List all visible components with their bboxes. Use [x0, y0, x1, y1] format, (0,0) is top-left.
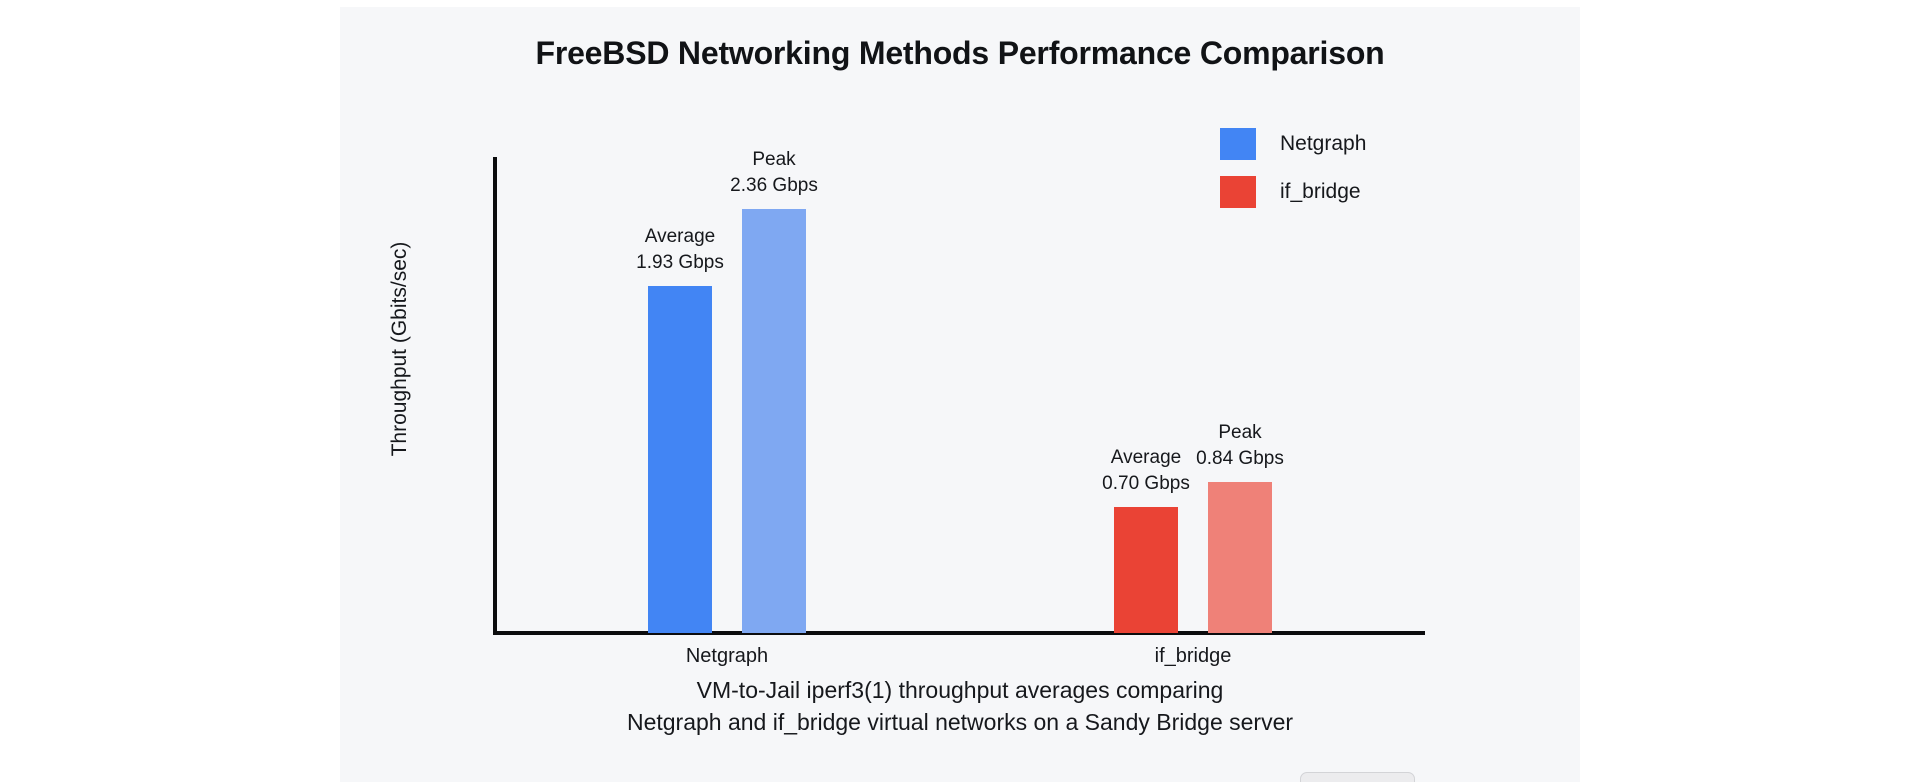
legend-item-if-bridge[interactable]: if_bridge — [1220, 175, 1520, 209]
legend-swatch-netgraph — [1220, 128, 1256, 160]
legend-swatch-if-bridge — [1220, 176, 1256, 208]
y-axis-line — [493, 157, 497, 635]
bar-measure-label: Peak — [752, 149, 796, 171]
x-axis-line — [493, 631, 1425, 635]
bar-label-if-bridge-peak: Peak 0.84 Gbps — [1130, 420, 1350, 471]
bar-measure-label: Average — [1110, 447, 1182, 469]
legend-label-if-bridge: if_bridge — [1280, 180, 1361, 203]
chart-title: FreeBSD Networking Methods Performance C… — [535, 35, 1385, 71]
chart-legend: Netgraph if_bridge — [1220, 127, 1520, 223]
legend-item-netgraph[interactable]: Netgraph — [1220, 127, 1520, 161]
bar-netgraph-peak[interactable] — [742, 209, 806, 633]
legend-label-netgraph: Netgraph — [1280, 132, 1367, 155]
bar-value-label: 1.93 Gbps — [636, 251, 724, 273]
bar-label-if-bridge-average: Average 0.70 Gbps — [1036, 445, 1256, 496]
bar-value-label: 2.36 Gbps — [730, 174, 818, 196]
bar-value-label: 0.84 Gbps — [1196, 447, 1284, 469]
bar-measure-label: Peak — [1218, 422, 1262, 444]
bar-netgraph-average[interactable] — [648, 286, 712, 633]
chart-panel: FreeBSD Networking Methods Performance C… — [340, 7, 1580, 782]
bar-label-netgraph-average: Average 1.93 Gbps — [570, 224, 790, 275]
bar-if-bridge-average[interactable] — [1114, 507, 1178, 633]
chart-caption: VM-to-Jail iperf3(1) throughput averages… — [340, 675, 1580, 738]
bar-value-label: 0.70 Gbps — [1102, 472, 1190, 494]
bar-label-netgraph-peak: Peak 2.36 Gbps — [664, 147, 884, 198]
caption-line-1: VM-to-Jail iperf3(1) throughput averages… — [696, 677, 1224, 703]
partial-bottom-button[interactable] — [1300, 772, 1415, 782]
caption-line-2: Netgraph and if_bridge virtual networks … — [626, 708, 1294, 735]
plot-area: Throughput (Gbits/sec) Average 1.93 Gbps… — [340, 7, 1580, 782]
bar-if-bridge-peak[interactable] — [1208, 482, 1272, 633]
x-tick-label-netgraph: Netgraph — [685, 645, 769, 667]
y-axis-title: Throughput (Gbits/sec) — [388, 241, 411, 457]
bar-measure-label: Average — [644, 226, 716, 248]
x-tick-label-if-bridge: if_bridge — [1154, 645, 1232, 667]
